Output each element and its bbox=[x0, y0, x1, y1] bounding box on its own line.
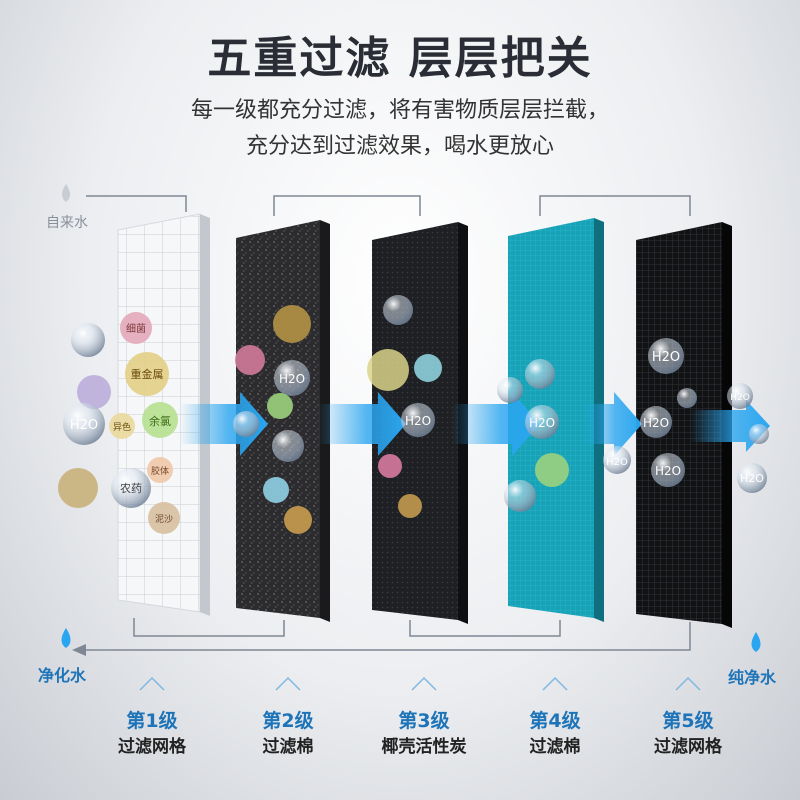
subtitle-line-2: 充分达到过滤效果，喝水更放心 bbox=[245, 134, 554, 159]
stage-4-name: 过滤棉 bbox=[529, 737, 581, 757]
bubble-water bbox=[63, 403, 105, 445]
bubble bbox=[273, 305, 311, 343]
page-title: 五重过滤 层层把关 bbox=[207, 33, 593, 84]
colloid-label: 胶体 bbox=[151, 465, 169, 477]
flow-arrowhead-icon bbox=[72, 644, 86, 656]
flow-arrow-icon bbox=[452, 392, 540, 456]
bubble bbox=[58, 468, 98, 508]
bubble-sediment bbox=[148, 502, 180, 534]
flow-arrow-icon bbox=[582, 392, 642, 456]
contaminant-bubbles bbox=[58, 295, 769, 534]
water-label: H2O bbox=[279, 372, 305, 386]
flow-arrow-icon bbox=[690, 400, 770, 452]
flow-connectors bbox=[86, 195, 691, 651]
bubble bbox=[284, 506, 312, 534]
stage-4-level: 第4级 bbox=[529, 710, 581, 732]
bacteria-label: 细菌 bbox=[126, 322, 146, 335]
heavy-metal-label: 重金属 bbox=[131, 367, 164, 381]
bubble-water bbox=[677, 388, 697, 408]
bubble-chlorine bbox=[142, 402, 178, 438]
bubble-water bbox=[648, 338, 684, 374]
bubble-water bbox=[525, 405, 559, 439]
water-label: H2O bbox=[655, 464, 681, 478]
tap-water-label: 自来水 bbox=[46, 215, 88, 231]
sediment-label: 泥沙 bbox=[155, 514, 173, 525]
water-label: H2O bbox=[643, 416, 669, 430]
bubble bbox=[398, 494, 422, 518]
bubble bbox=[525, 359, 555, 389]
bubble bbox=[272, 430, 304, 462]
pure-water-label: 纯净水 bbox=[728, 668, 777, 687]
bubble bbox=[71, 323, 105, 357]
stage-3-name: 椰壳活性炭 bbox=[381, 737, 467, 757]
bubble bbox=[414, 354, 442, 382]
stage-5-level: 第5级 bbox=[662, 710, 714, 732]
filter-panel-5 bbox=[636, 222, 722, 624]
bubble bbox=[504, 480, 536, 512]
water-label: H2O bbox=[652, 350, 680, 365]
bubble bbox=[378, 454, 402, 478]
bubble bbox=[383, 295, 413, 325]
stage-5-name: 过滤网格 bbox=[654, 737, 722, 757]
bubble-water bbox=[603, 446, 631, 474]
bubble-colloid bbox=[147, 457, 173, 483]
water-label: H2O bbox=[405, 414, 431, 428]
flow-arrow-icon bbox=[180, 392, 268, 456]
bubble-water bbox=[651, 453, 685, 487]
bubble bbox=[497, 377, 523, 403]
stage-1-name: 过滤网格 bbox=[118, 737, 186, 757]
stage-2-level: 第2级 bbox=[262, 710, 314, 732]
water-drop-icon bbox=[751, 632, 761, 652]
purified-water-label: 净化水 bbox=[38, 666, 87, 685]
water-label: H2O bbox=[606, 457, 628, 468]
stage-3-level: 第3级 bbox=[398, 710, 450, 732]
water-label: H2O bbox=[730, 393, 750, 403]
chlorine-label: 余氯 bbox=[149, 414, 171, 428]
water-drop-icon bbox=[62, 184, 70, 202]
bubble-water bbox=[274, 360, 310, 396]
color-label: 异色 bbox=[113, 421, 131, 433]
water-label: H2O bbox=[529, 416, 555, 430]
bubble-water bbox=[737, 463, 767, 493]
bubble bbox=[267, 393, 293, 419]
pesticide-label: 农药 bbox=[120, 481, 142, 495]
subtitle-line-1: 每一级都充分过滤，将有害物质层层拦截， bbox=[190, 98, 609, 123]
water-drop-icon bbox=[61, 628, 71, 648]
bubble bbox=[233, 411, 259, 437]
stage-2-name: 过滤棉 bbox=[262, 737, 314, 757]
bubble-labels: 细菌 重金属 异色 余氯 胶体 农药 泥沙 H2O H2O H2O H2O H2… bbox=[70, 322, 764, 525]
flow-arrow-icon bbox=[318, 392, 406, 456]
water-flow-arrows bbox=[180, 392, 770, 456]
bubble bbox=[235, 345, 265, 375]
bubble bbox=[77, 375, 111, 409]
stage-1-level: 第1级 bbox=[126, 710, 178, 732]
bubble bbox=[535, 453, 569, 487]
bubble bbox=[367, 349, 409, 391]
bubble-pesticide bbox=[111, 468, 151, 508]
water-label: H2O bbox=[740, 472, 764, 485]
bubble-heavy-metal bbox=[125, 352, 169, 396]
stage-carets bbox=[139, 676, 701, 691]
bubble-color bbox=[109, 413, 135, 439]
water-label: H2O bbox=[70, 418, 98, 433]
bubble-water bbox=[727, 383, 753, 409]
bubble-bacteria bbox=[120, 312, 152, 344]
bubble-water bbox=[749, 424, 769, 444]
bubble bbox=[263, 477, 289, 503]
bubble-water bbox=[640, 406, 672, 438]
bubble-water bbox=[401, 403, 435, 437]
